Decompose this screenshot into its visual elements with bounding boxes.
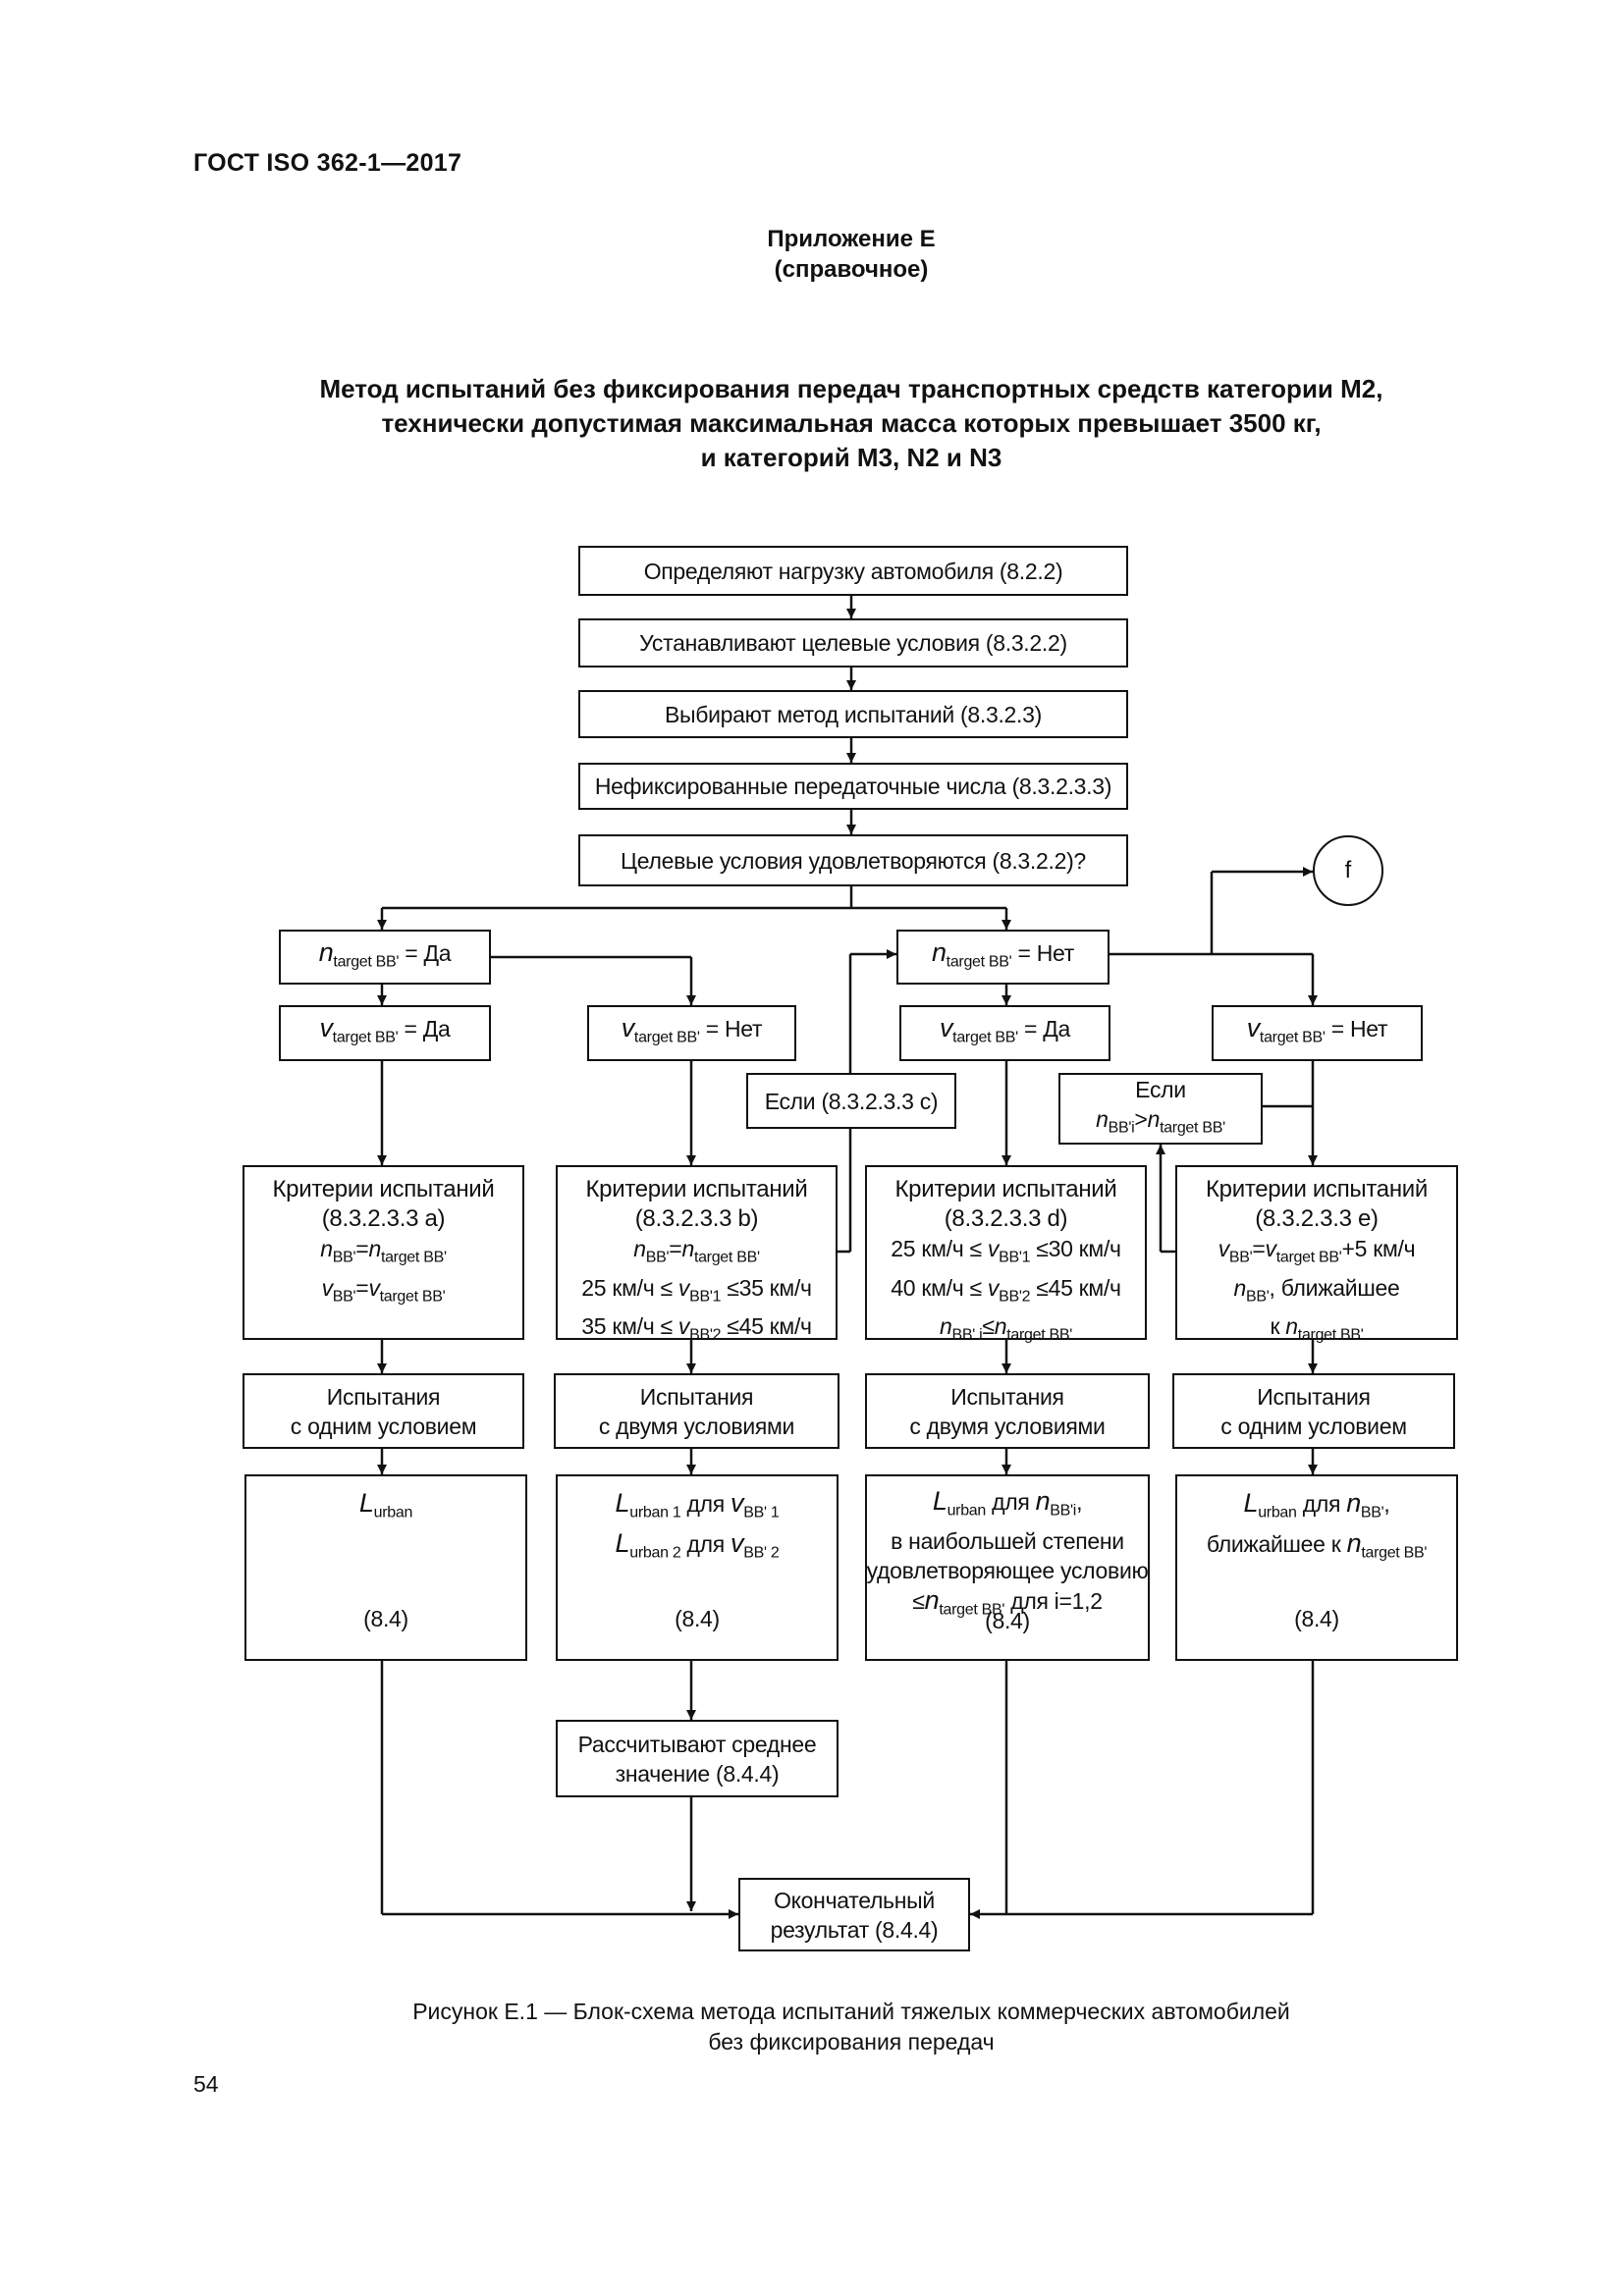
n-target-yes: ntarget BB' = Да [279, 930, 491, 985]
annex-title: Метод испытаний без фиксирования передач… [0, 372, 1624, 475]
criteria-a: Критерии испытаний (8.3.2.3.3 a) nBB'=nt… [243, 1165, 524, 1340]
result-e: Lurban для nBB', ближайшее к ntarget BB'… [1175, 1474, 1458, 1661]
step-unlocked-gear-ratios: Нефиксированные передаточные числа (8.3.… [578, 763, 1128, 810]
v-target-no-left: vtarget BB' = Нет [587, 1005, 796, 1061]
result-b: Lurban 1 для vBB' 1 Lurban 2 для vBB' 2 … [556, 1474, 839, 1661]
decision-target-conditions-met: Целевые условия удовлетворяются (8.3.2.2… [578, 834, 1128, 886]
title-line-2: технически допустимая максимальная масса… [381, 408, 1322, 438]
condition-if-c: Если (8.3.2.3.3 с) [746, 1073, 956, 1129]
step-determine-load: Определяют нагрузку автомобиля (8.2.2) [578, 546, 1128, 596]
caption-line-1: Рисунок Е.1 — Блок-схема метода испытани… [412, 1999, 1290, 2024]
condition-if-n-greater: Если nBB'i>ntarget BB' [1058, 1073, 1263, 1145]
caption-line-2: без фиксирования передач [708, 2029, 995, 2055]
n-target-no: ntarget BB' = Нет [896, 930, 1110, 985]
connector-f: f [1313, 835, 1383, 906]
title-line-1: Метод испытаний без фиксирования передач… [319, 374, 1383, 403]
step-select-method: Выбирают метод испытаний (8.3.2.3) [578, 690, 1128, 738]
title-line-3: и категорий М3, N2 и N3 [700, 443, 1002, 472]
annex-label: Приложение Е [767, 226, 936, 252]
criteria-d: Критерии испытаний (8.3.2.3.3 d) 25 км/ч… [865, 1165, 1147, 1344]
criteria-e: Критерии испытаний (8.3.2.3.3 е) vBB'=vt… [1175, 1165, 1458, 1344]
result-a: Lurban (8.4) [244, 1474, 527, 1661]
criteria-b: Критерии испытаний (8.3.2.3.3 b) nBB'=nt… [556, 1165, 838, 1344]
v-target-no-right: vtarget BB' = Нет [1212, 1005, 1423, 1061]
figure-caption: Рисунок Е.1 — Блок-схема метода испытани… [0, 1997, 1624, 2057]
document-code: ГОСТ ISO 362-1—2017 [193, 149, 462, 177]
v-target-yes-left: vtarget BB' = Да [279, 1005, 491, 1061]
page-number: 54 [193, 2071, 219, 2097]
v-target-yes-right: vtarget BB' = Да [899, 1005, 1110, 1061]
result-d: Lurban для nBB'i, в наибольшей степени у… [865, 1474, 1150, 1661]
annex-type: (справочное) [774, 256, 929, 283]
annex-heading: Приложение Е (справочное) [0, 224, 1624, 285]
step-set-target-conditions: Устанавливают целевые условия (8.3.2.2) [578, 618, 1128, 667]
